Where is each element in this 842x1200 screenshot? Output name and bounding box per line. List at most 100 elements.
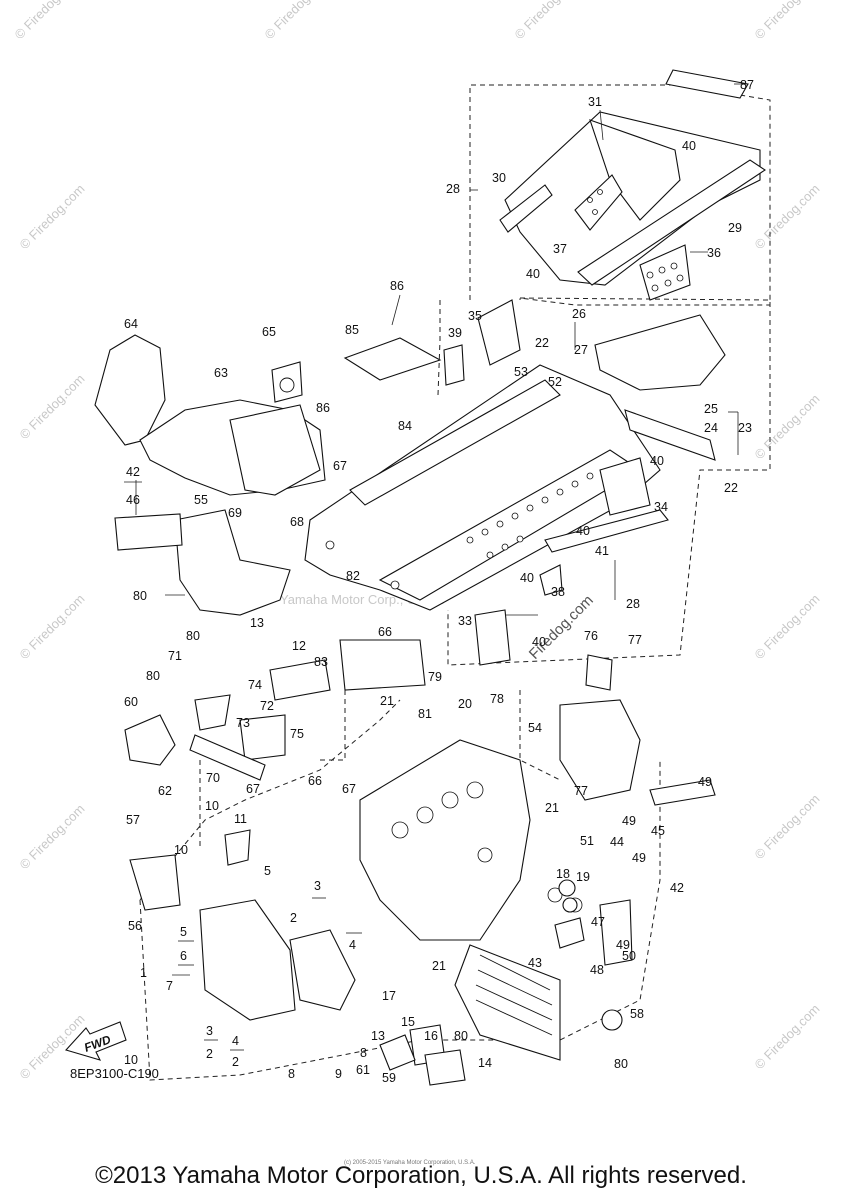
callout: 7	[166, 979, 173, 993]
callout: 28	[626, 597, 640, 611]
callout: 41	[595, 544, 609, 558]
callout: 34	[654, 500, 668, 514]
callout: 24	[704, 421, 718, 435]
callout: 22	[535, 336, 549, 350]
callout: 17	[382, 989, 396, 1003]
callout: 40	[520, 571, 534, 585]
front-frame-left	[94, 334, 326, 496]
callout: 69	[228, 506, 242, 520]
callout: 48	[590, 963, 604, 977]
callout: 75	[290, 727, 304, 741]
callout: 72	[260, 699, 274, 713]
callout: 29	[728, 221, 742, 235]
copyright-notice: ©2013 Yamaha Motor Corporation, U.S.A. A…	[95, 1162, 747, 1189]
callout: 40	[682, 139, 696, 153]
callout: 37	[553, 242, 567, 256]
callout: 80	[186, 629, 200, 643]
rear-rail-assembly	[499, 69, 766, 301]
callout: 80	[133, 589, 147, 603]
callout: 33	[458, 614, 472, 628]
callout: 73	[236, 716, 250, 730]
callout: 8	[288, 1067, 295, 1081]
watermark: © Firedog.com	[752, 791, 823, 862]
callout: 25	[704, 402, 718, 416]
callout: 22	[724, 481, 738, 495]
callout: 11	[234, 812, 247, 826]
callout: 35	[468, 309, 482, 323]
callout: 26	[572, 307, 586, 321]
watermark: © Firedog.com	[752, 391, 823, 462]
callout: 2	[290, 911, 297, 925]
callout: 36	[707, 246, 721, 260]
callout: 3	[206, 1024, 213, 1038]
callout: 49	[616, 938, 630, 952]
callout: 2	[206, 1047, 213, 1061]
callout: 83	[314, 655, 328, 669]
parts-diagram: © Firedog.com © Firedog.com © Firedog.co…	[12, 0, 823, 1086]
callout: 10	[124, 1053, 138, 1067]
watermark: © Firedog.com	[12, 0, 83, 42]
callout: 78	[490, 692, 504, 706]
callout: 76	[584, 629, 598, 643]
callout: 10	[174, 843, 188, 857]
callout: 71	[168, 649, 182, 663]
callout: 40	[650, 454, 664, 468]
callout: 18	[556, 867, 570, 881]
callout: 5	[264, 864, 271, 878]
callout: 31	[588, 95, 602, 109]
fraction-bars	[124, 481, 362, 1051]
callout: 38	[551, 585, 565, 599]
lower-assembly	[124, 659, 633, 1086]
callout: 67	[342, 782, 356, 796]
callout: 67	[246, 782, 260, 796]
callout: 3	[314, 879, 321, 893]
callout: 45	[651, 824, 665, 838]
watermark: © Firedog.com	[17, 801, 88, 872]
callout: 1	[140, 966, 147, 980]
callout: 57	[126, 813, 140, 827]
callout-labels: 87 31 40 28 30 29 37 40 36 86 35 39 85 2…	[124, 78, 754, 1085]
callout: 21	[432, 959, 446, 973]
watermark: © Firedog.com	[512, 0, 583, 42]
callout: 21	[380, 694, 394, 708]
callout: 5	[180, 925, 187, 939]
callout: 60	[124, 695, 138, 709]
callout: 27	[574, 343, 588, 357]
callout: 46	[126, 493, 140, 507]
callout: 65	[262, 325, 276, 339]
callout: 20	[458, 697, 472, 711]
callout: 28	[446, 182, 460, 196]
callout: 40	[532, 635, 546, 649]
callout: 81	[418, 707, 432, 721]
callout: 77	[574, 784, 588, 798]
callout: 49	[698, 775, 712, 789]
callout: 39	[448, 326, 462, 340]
watermark: © Firedog.com	[17, 371, 88, 442]
callout: 6	[180, 949, 187, 963]
callout: 56	[128, 919, 142, 933]
callout: 62	[158, 784, 172, 798]
callout: 40	[526, 267, 540, 281]
callout: 47	[591, 915, 605, 929]
callout: 54	[528, 721, 542, 735]
callout: 59	[382, 1071, 396, 1085]
part-code: 8EP3100-C190	[70, 1066, 159, 1081]
callout: 49	[622, 814, 636, 828]
callout: 42	[670, 881, 684, 895]
callout: 16	[424, 1029, 438, 1043]
steering-parts	[114, 509, 716, 806]
callout: 49	[632, 851, 646, 865]
callout: 15	[401, 1015, 415, 1029]
callout: 14	[478, 1056, 492, 1070]
callout: 86	[316, 401, 330, 415]
callout: 77	[628, 633, 642, 647]
callout: 87	[740, 78, 754, 92]
footer: (c) 2005-2015 Yamaha Motor Corporation, …	[0, 1158, 842, 1200]
callout: 82	[346, 569, 360, 583]
small-print: (c) 2005-2015 Yamaha Motor Corporation, …	[344, 1160, 476, 1166]
callout: 9	[335, 1067, 342, 1081]
watermark: © Firedog.com	[17, 591, 88, 662]
callout: 61	[356, 1063, 370, 1077]
callout: 50	[622, 949, 636, 963]
callout: 40	[576, 524, 590, 538]
